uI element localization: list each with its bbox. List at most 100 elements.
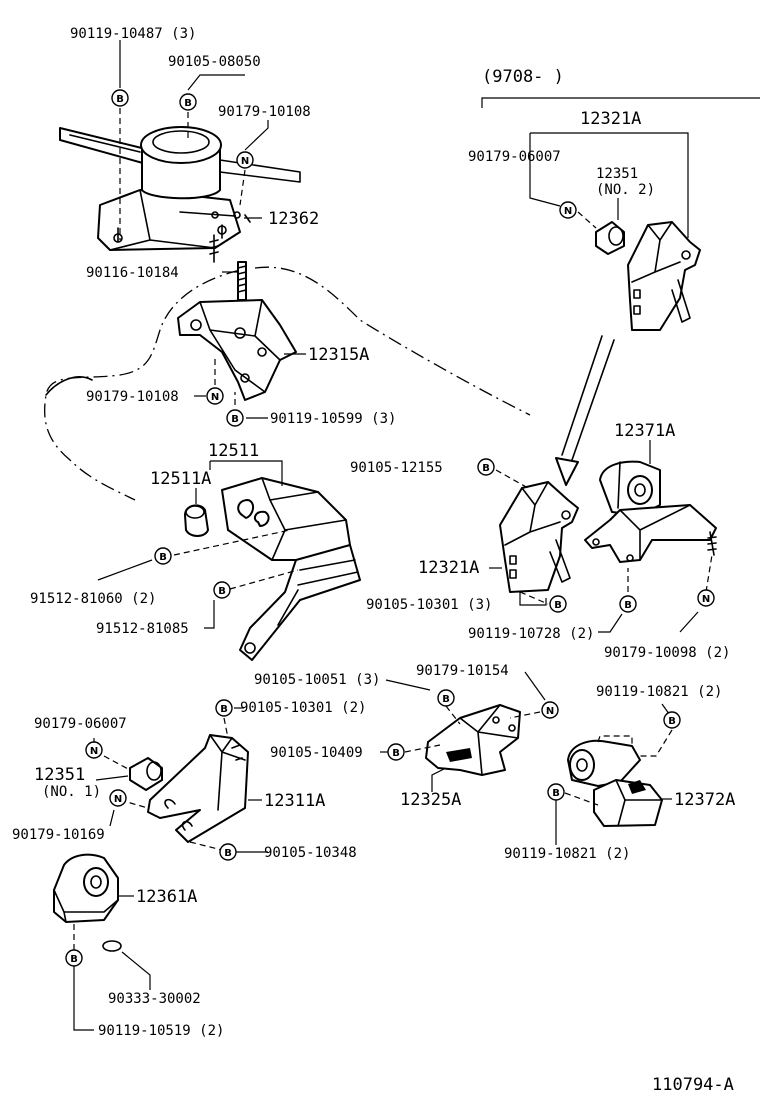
label-91512-81060: 91512-81060 (2) — [30, 591, 156, 607]
label-90105-10301-low: 90105-10301 (2) — [240, 700, 366, 716]
label-90116-10184: 90116-10184 — [86, 265, 179, 281]
marker-b-90119-10519: B — [65, 949, 83, 967]
label-no1: (NO. 1) — [42, 784, 101, 800]
marker-b-90105-10301-low: B — [215, 699, 233, 717]
marker-n-90179-10108-top: N — [236, 151, 254, 169]
marker-b-text: B — [220, 704, 228, 715]
marker-b-text: B — [218, 586, 226, 597]
label-12315A: 12315A — [308, 345, 369, 365]
label-12321A-mid: 12321A — [418, 558, 479, 578]
marker-b-90119-10599: B — [226, 409, 244, 427]
marker-b-text: B — [116, 94, 124, 105]
marker-b-90105-10301-mid: B — [549, 595, 567, 613]
stud-90116-10184 — [237, 261, 247, 301]
marker-n-text: N — [546, 706, 554, 717]
marker-n-text: N — [114, 794, 122, 805]
engine-outline — [44, 266, 531, 501]
marker-n-90179-10098: N — [697, 589, 715, 607]
bracket-12325A — [425, 704, 521, 776]
label-12325A: 12325A — [400, 790, 461, 810]
label-90179-10154: 90179-10154 — [416, 663, 509, 679]
bracket-12315A — [177, 299, 297, 401]
marker-b-90119-10821-top: B — [663, 711, 681, 729]
marker-b-text: B — [392, 748, 400, 759]
label-90179-10108-top: 90179-10108 — [218, 104, 311, 120]
engine-mount-12511 — [184, 477, 361, 661]
marker-symbols: B B N N B B B N B B B N B N B B N B N B … — [65, 89, 715, 967]
bracket-12311A — [147, 734, 249, 843]
label-90179-10108-mid: 90179-10108 — [86, 389, 179, 405]
engine-mount-12361A — [53, 853, 122, 952]
marker-b-90105-12155: B — [477, 458, 495, 476]
marker-b-text: B — [184, 98, 192, 109]
marker-b-text: B — [624, 600, 632, 611]
marker-n-text: N — [241, 156, 249, 167]
engine-mount-12372A — [567, 735, 663, 827]
marker-n-text: N — [90, 746, 98, 757]
label-12311A: 12311A — [264, 791, 325, 811]
label-90179-06007-low: 90179-06007 — [34, 716, 127, 732]
marker-n-90179-10108-mid: N — [206, 387, 224, 405]
label-90179-06007-top: 90179-06007 — [468, 149, 561, 165]
marker-b-90105-10409: B — [387, 743, 405, 761]
label-90105-10348: 90105-10348 — [264, 845, 357, 861]
marker-n-text: N — [702, 594, 710, 605]
marker-b-text: B — [552, 788, 560, 799]
marker-b-text: B — [668, 716, 676, 727]
marker-b-text: B — [554, 600, 562, 611]
engine-mount-12371A — [584, 460, 717, 563]
marker-b-text: B — [442, 694, 450, 705]
label-90105-08050: 90105-08050 — [168, 54, 261, 70]
marker-n-text: N — [211, 392, 219, 403]
engine-mount-12362 — [59, 126, 301, 263]
label-90179-10098: 90179-10098 (2) — [604, 645, 730, 661]
label-12321A-top: 12321A — [580, 109, 641, 129]
label-90119-10599: 90119-10599 (3) — [270, 411, 396, 427]
marker-b-text: B — [231, 414, 239, 425]
marker-b-90119-10728: B — [619, 595, 637, 613]
marker-b-text: B — [482, 463, 490, 474]
label-12362: 12362 — [268, 209, 319, 229]
marker-n-90179-06007-top: N — [559, 201, 577, 219]
label-90105-10409: 90105-10409 — [270, 745, 363, 761]
marker-b-90105-10051: B — [437, 689, 455, 707]
label-91512-81085: 91512-81085 — [96, 621, 189, 637]
label-12351-top: 12351 — [596, 166, 638, 182]
bushing-12351-no1 — [129, 757, 163, 791]
label-90105-10301-mid: 90105-10301 (3) — [366, 597, 492, 613]
label-90119-10519: 90119-10519 (2) — [98, 1023, 224, 1039]
marker-b-text: B — [224, 848, 232, 859]
label-no2: (NO. 2) — [596, 182, 655, 198]
marker-b-90119-10821-low: B — [547, 783, 565, 801]
label-90119-10821-top: 90119-10821 (2) — [596, 684, 722, 700]
label-90179-10169: 90179-10169 — [12, 827, 105, 843]
label-90119-10487: 90119-10487 (3) — [70, 26, 196, 42]
marker-b-90119-10487: B — [111, 89, 129, 107]
label-12511: 12511 — [208, 441, 259, 461]
marker-n-90179-10154: N — [541, 701, 559, 719]
marker-b-text: B — [70, 954, 78, 965]
view-arrow — [555, 335, 615, 486]
label-90105-10051: 90105-10051 (3) — [254, 672, 380, 688]
label-110794-A: 110794-A — [652, 1075, 734, 1095]
marker-n-text: N — [564, 206, 572, 217]
bushing-12351-no2 — [595, 221, 625, 255]
leader-lines — [73, 40, 760, 1031]
label-90119-10728: 90119-10728 (2) — [468, 626, 594, 642]
label-12511A: 12511A — [150, 469, 211, 489]
marker-b-90105-10348: B — [219, 843, 237, 861]
marker-n-90179-10169: N — [109, 789, 127, 807]
marker-b-90105-08050: B — [179, 93, 197, 111]
label-90119-10821-low: 90119-10821 (2) — [504, 846, 630, 862]
bracket-12321A-top — [627, 221, 701, 331]
marker-b-text: B — [159, 552, 167, 563]
label-12361A: 12361A — [136, 887, 197, 907]
label-90105-12155: 90105-12155 — [350, 460, 443, 476]
label-9708: (9708- ) — [482, 67, 564, 87]
label-12372A: 12372A — [674, 790, 735, 810]
bracket-12321A-mid — [499, 481, 579, 593]
marker-n-90179-06007-low: N — [85, 741, 103, 759]
label-90333-30002: 90333-30002 — [108, 991, 201, 1007]
